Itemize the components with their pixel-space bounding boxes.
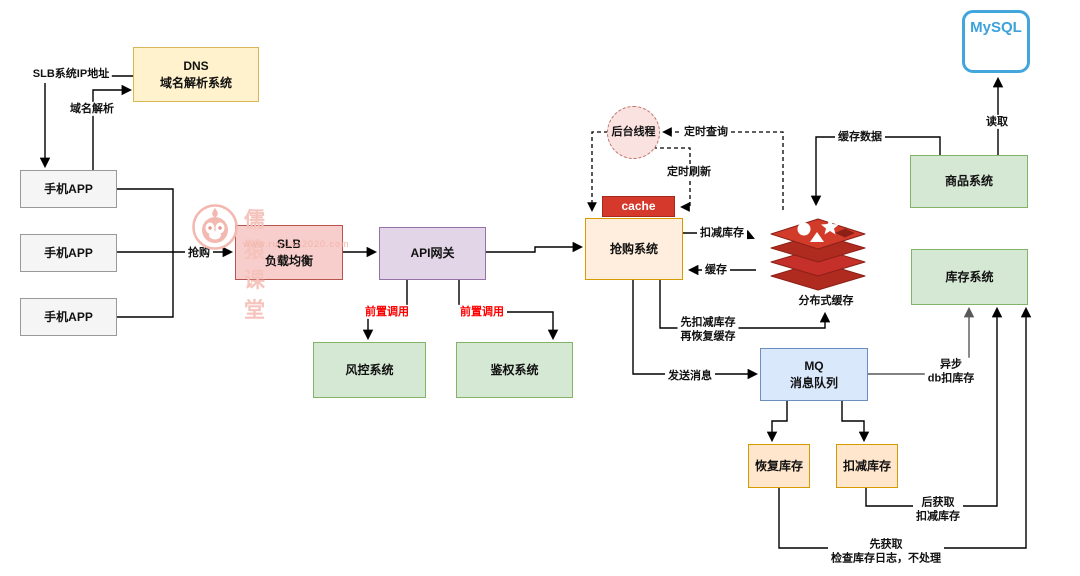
node-slb: SLB 负载均衡 bbox=[235, 225, 343, 280]
node-restore-stock-label: 恢复库存 bbox=[754, 458, 803, 473]
redis-caption: 分布式缓存 bbox=[795, 293, 857, 309]
edge-app-junction bbox=[117, 188, 174, 318]
node-restore-stock: 恢复库存 bbox=[748, 444, 810, 488]
node-goods-system-label: 商品系统 bbox=[944, 174, 993, 189]
edge-seckill-to-mq bbox=[632, 280, 759, 380]
node-local-cache: cache bbox=[602, 196, 675, 217]
node-mobile-app-1: 手机APP bbox=[20, 170, 117, 208]
node-risk-system: 风控系统 bbox=[313, 342, 426, 398]
node-mobile-app-3: 手机APP bbox=[20, 298, 117, 336]
node-local-cache-label: cache bbox=[621, 199, 656, 214]
node-mobile-app-2: 手机APP bbox=[20, 234, 117, 272]
edge-label-cache-data: 缓存数据 bbox=[835, 129, 885, 145]
node-stock-system-label: 库存系统 bbox=[945, 269, 994, 284]
edge-seckill-to-redis-restore bbox=[659, 280, 831, 329]
edge-api-to-seckill bbox=[486, 241, 584, 253]
edge-label-read: 读取 bbox=[983, 114, 1011, 130]
node-seckill-system-label: 抢购系统 bbox=[609, 241, 658, 256]
edge-label-purchase: 抢购 bbox=[185, 245, 213, 261]
edge-mq-to-deduct bbox=[841, 401, 870, 443]
node-dns: DNS 域名解析系统 bbox=[133, 47, 259, 102]
edge-label-pre-call-2: 前置调用 bbox=[457, 304, 507, 320]
node-api-gateway-label: API网关 bbox=[410, 246, 455, 261]
edge-label-slb-ip: SLB系统IP地址 bbox=[29, 66, 113, 82]
node-dns-label: DNS 域名解析系统 bbox=[159, 59, 232, 90]
edge-label-deduct-stock: 扣减库存 bbox=[697, 225, 747, 241]
edge-label-timed-refresh: 定时刷新 bbox=[664, 164, 714, 180]
node-deduct-stock: 扣减库存 bbox=[836, 444, 898, 488]
node-mysql-label: MySQL bbox=[970, 19, 1022, 36]
edge-label-later-fetch: 后获取 扣减库存 bbox=[913, 495, 963, 525]
node-auth-system-label: 鉴权系统 bbox=[490, 362, 539, 377]
node-mobile-app-2-label: 手机APP bbox=[44, 245, 93, 260]
node-auth-system: 鉴权系统 bbox=[456, 342, 573, 398]
node-background-thread: 后台线程 bbox=[607, 106, 660, 159]
node-mq-label: MQ 消息队列 bbox=[789, 359, 838, 390]
node-goods-system: 商品系统 bbox=[910, 155, 1028, 208]
node-mq: MQ 消息队列 bbox=[760, 348, 868, 401]
edge-restore-to-stock bbox=[778, 306, 1032, 549]
node-mobile-app-1-label: 手机APP bbox=[44, 181, 93, 196]
edge-label-timed-query: 定时查询 bbox=[681, 124, 731, 140]
node-api-gateway: API网关 bbox=[379, 227, 486, 280]
node-risk-system-label: 风控系统 bbox=[345, 362, 394, 377]
node-seckill-system: 抢购系统 bbox=[585, 218, 683, 280]
edge-label-async-db: 异步 db扣库存 bbox=[924, 357, 978, 387]
edge-label-cache-read: 缓存 bbox=[702, 262, 730, 278]
edge-label-send-msg: 发送消息 bbox=[665, 368, 715, 384]
edge-label-dns-resolve: 域名解析 bbox=[67, 101, 117, 117]
edge-label-deduct-then-restore: 先扣减库存 再恢复缓存 bbox=[677, 315, 739, 345]
node-deduct-stock-label: 扣减库存 bbox=[842, 458, 891, 473]
edge-mq-to-restore bbox=[766, 401, 788, 443]
node-slb-label: SLB 负载均衡 bbox=[264, 237, 313, 268]
node-mysql: MySQL bbox=[962, 10, 1030, 73]
edge-label-pre-call-1: 前置调用 bbox=[362, 304, 412, 320]
node-background-thread-label: 后台线程 bbox=[611, 126, 656, 139]
edge-app1-to-dns bbox=[92, 84, 133, 170]
edge-thread-to-seckill-dashed bbox=[587, 131, 608, 212]
edge-label-first-fetch: 先获取 检查库存日志，不处理 bbox=[828, 537, 944, 567]
node-stock-system: 库存系统 bbox=[911, 249, 1028, 305]
redis-icon bbox=[768, 210, 868, 301]
node-mobile-app-3-label: 手机APP bbox=[44, 309, 93, 324]
